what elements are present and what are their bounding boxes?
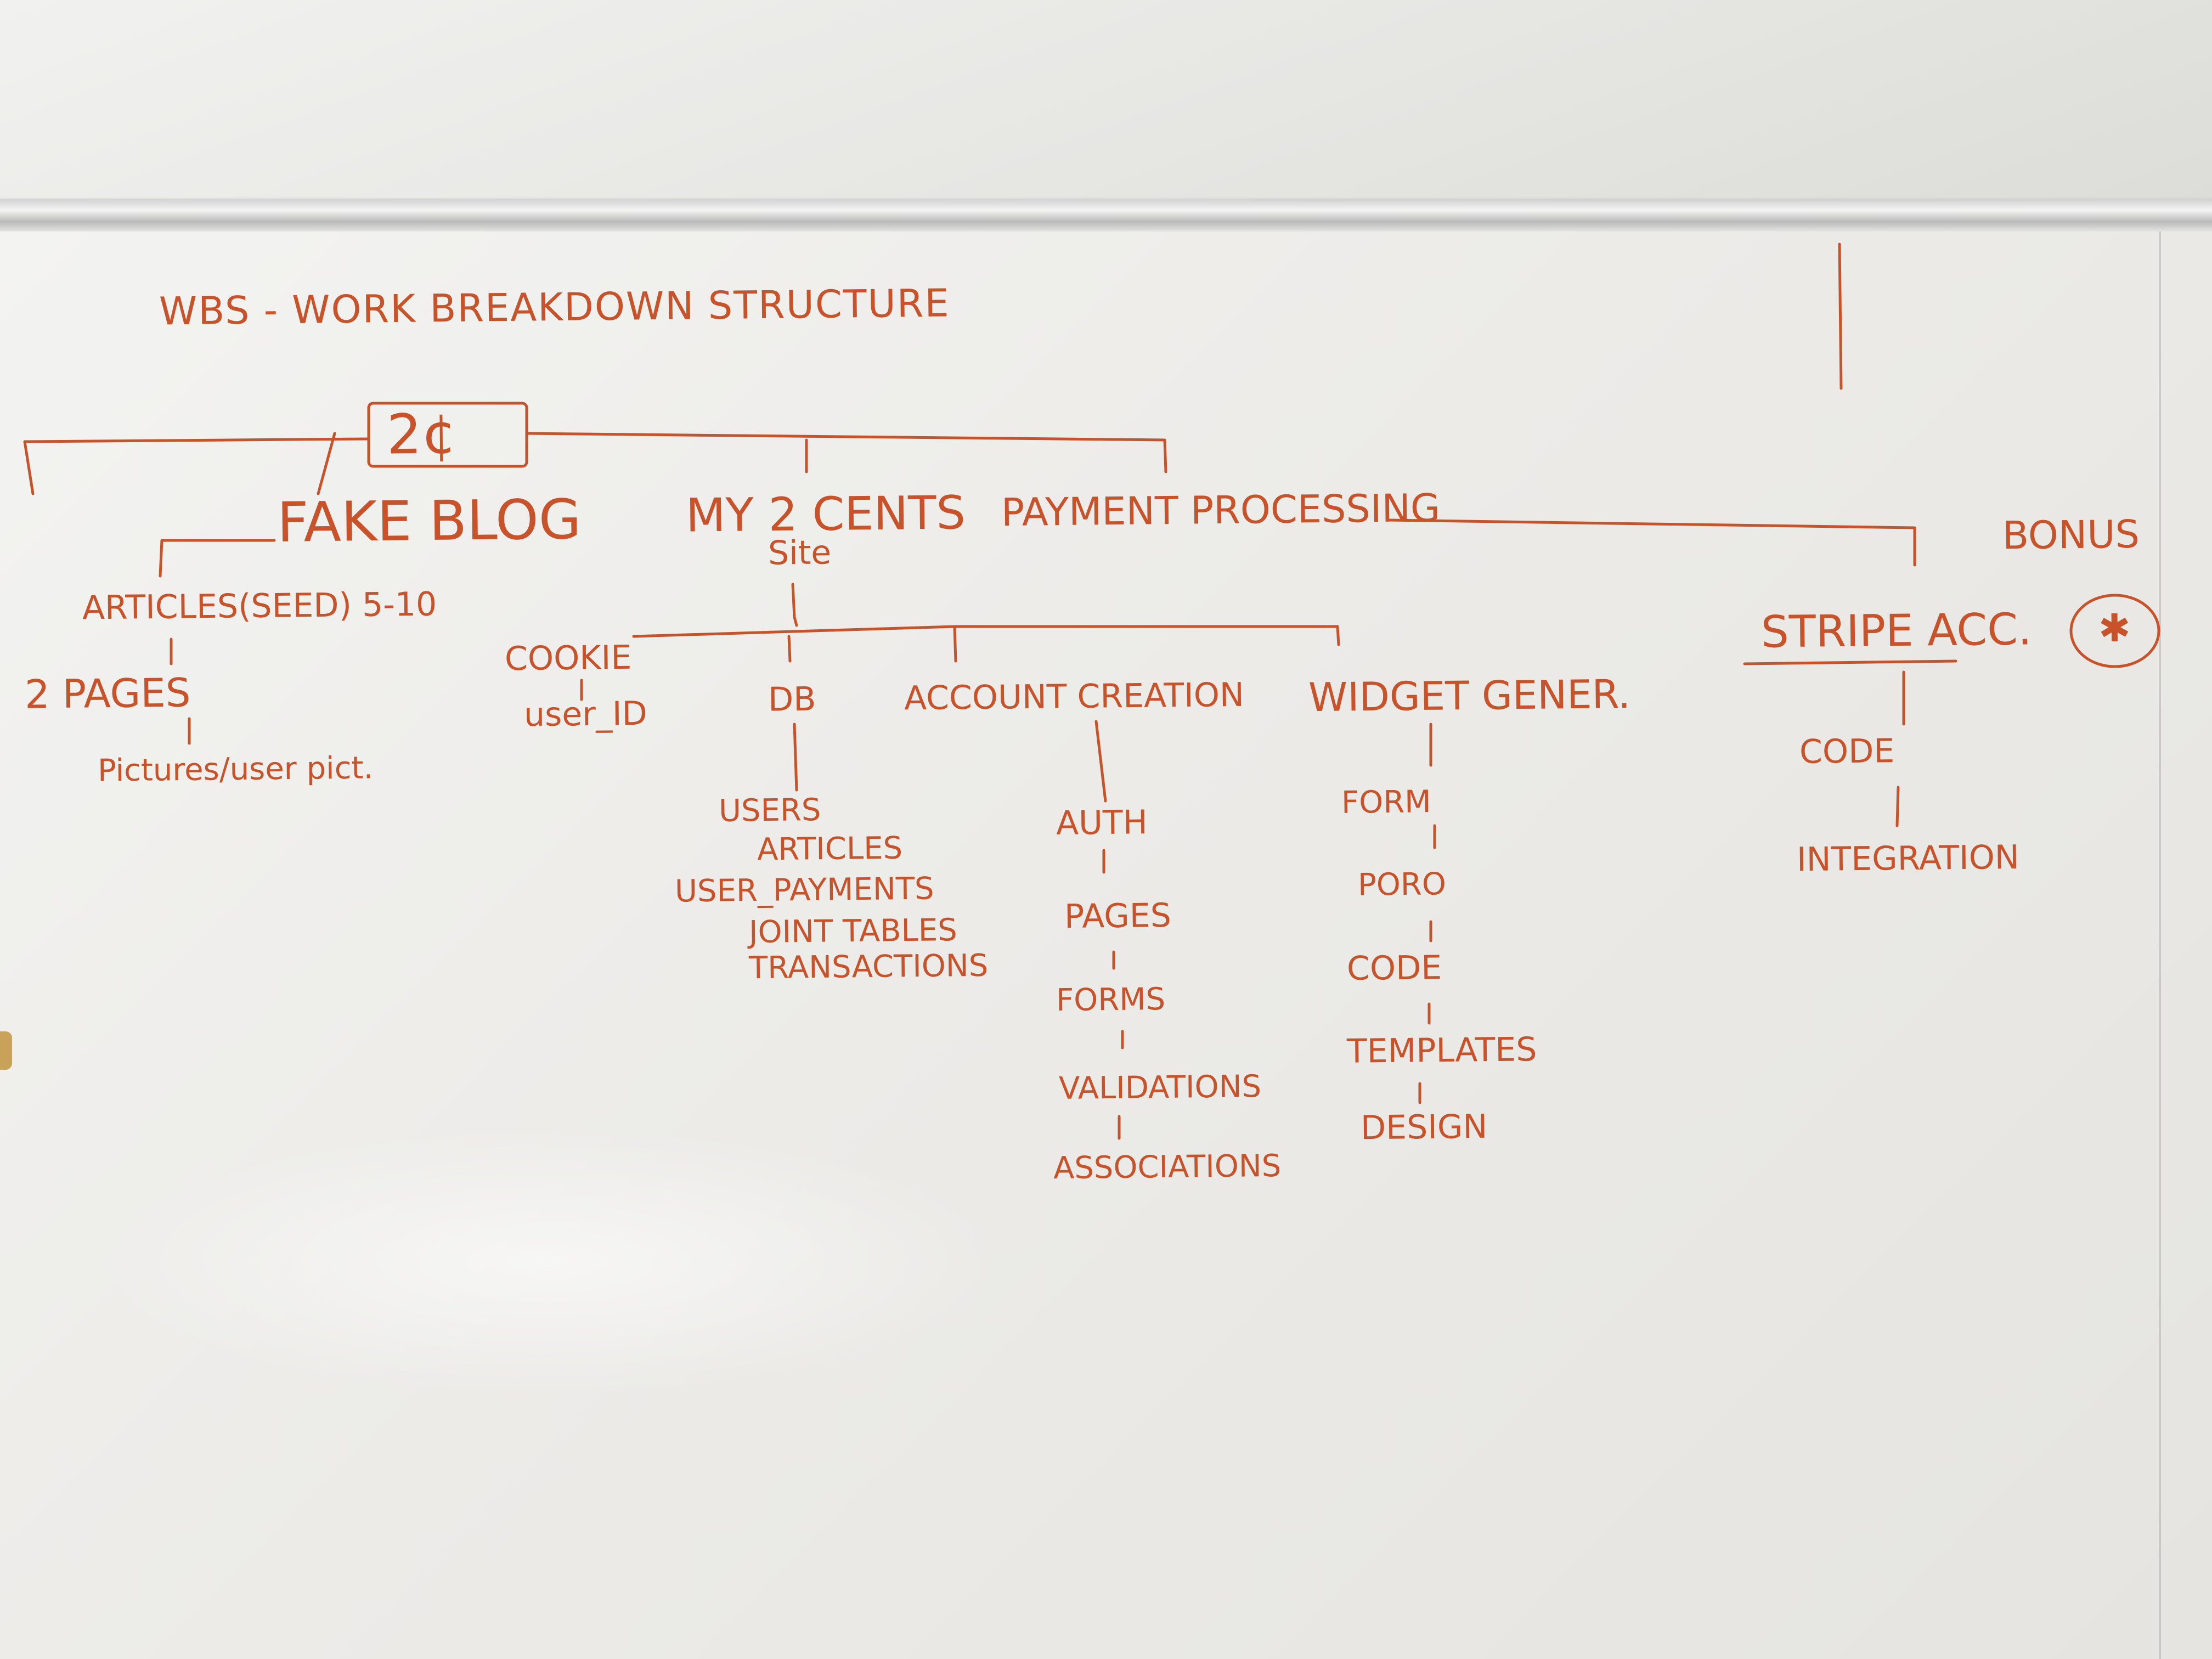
stripe-chain bbox=[1743, 659, 1957, 827]
account-item-forms: FORMS bbox=[1056, 981, 1166, 1019]
account-creation-label: ACCOUNT CREATION bbox=[904, 675, 1245, 718]
budget-to-fake-blog bbox=[317, 432, 336, 495]
db-label: DB bbox=[768, 680, 816, 719]
stripe-item-code: CODE bbox=[1799, 732, 1895, 771]
db-item-joint-tables: JOINT TABLES bbox=[748, 912, 958, 950]
star-icon: ✱ bbox=[2098, 605, 2131, 651]
cookie-label: COOKIE bbox=[504, 638, 632, 679]
diagram-title: WBS - WORK BREAKDOWN STRUCTURE bbox=[159, 280, 951, 334]
widget-gener-label: WIDGET GENER. bbox=[1308, 670, 1631, 721]
wall-background bbox=[0, 0, 2212, 208]
widget-item-design: DESIGN bbox=[1360, 1107, 1488, 1148]
payment-processing-label: PAYMENT PROCESSING bbox=[1001, 485, 1441, 535]
db-item-transactions: TRANSACTIONS bbox=[748, 947, 989, 986]
user-id-label: user_ID bbox=[523, 694, 648, 735]
stripe-item-integration: INTEGRATION bbox=[1796, 838, 2020, 879]
fake-blog-label: FAKE BLOG bbox=[276, 487, 582, 555]
marker-icon bbox=[0, 1031, 12, 1070]
account-item-auth: AUTH bbox=[1056, 803, 1148, 843]
whiteboard-surface bbox=[0, 232, 2212, 1659]
payment-to-bonus-line bbox=[1386, 518, 1916, 567]
articles-seed-label: ARTICLES(SEED) 5-10 bbox=[82, 585, 437, 628]
account-chain bbox=[1094, 720, 1124, 1140]
account-item-validations: VALIDATIONS bbox=[1058, 1069, 1262, 1107]
top-bracket bbox=[23, 432, 1167, 495]
widget-item-poro: PORO bbox=[1357, 866, 1447, 903]
budget-label: 2¢ bbox=[386, 402, 457, 467]
star-circle bbox=[2069, 594, 2160, 668]
stray-vertical-line bbox=[1838, 242, 1843, 390]
db-item-users: USERS bbox=[718, 792, 821, 829]
pictures-label: Pictures/user pict. bbox=[97, 750, 374, 789]
widget-chain bbox=[1418, 723, 1436, 1104]
widget-item-templates: TEMPLATES bbox=[1346, 1030, 1537, 1071]
my-2-cents-site-label: Site bbox=[768, 533, 832, 573]
site-tree-trunk bbox=[791, 583, 796, 619]
my-2-cents-label: MY 2 CENTS bbox=[685, 486, 966, 543]
widget-item-form: FORM bbox=[1341, 784, 1431, 821]
bonus-label: BONUS bbox=[2002, 511, 2140, 558]
stripe-acc-label: STRIPE ACC. bbox=[1760, 603, 2032, 658]
whiteboard-panel-seam bbox=[2159, 232, 2161, 1659]
site-tree-branches bbox=[632, 616, 1340, 663]
two-pages-label: 2 PAGES bbox=[24, 669, 191, 718]
db-item-articles: ARTICLES bbox=[757, 830, 903, 868]
fake-blog-tree bbox=[159, 539, 276, 745]
db-chain bbox=[793, 723, 798, 792]
account-item-associations: ASSOCIATIONS bbox=[1053, 1148, 1282, 1187]
light-glare bbox=[82, 1125, 1015, 1399]
widget-item-code: CODE bbox=[1346, 949, 1442, 988]
whiteboard-top-frame bbox=[0, 199, 2212, 232]
account-item-pages: PAGES bbox=[1064, 896, 1172, 936]
db-item-user-payments: USER_PAYMENTS bbox=[674, 871, 934, 910]
